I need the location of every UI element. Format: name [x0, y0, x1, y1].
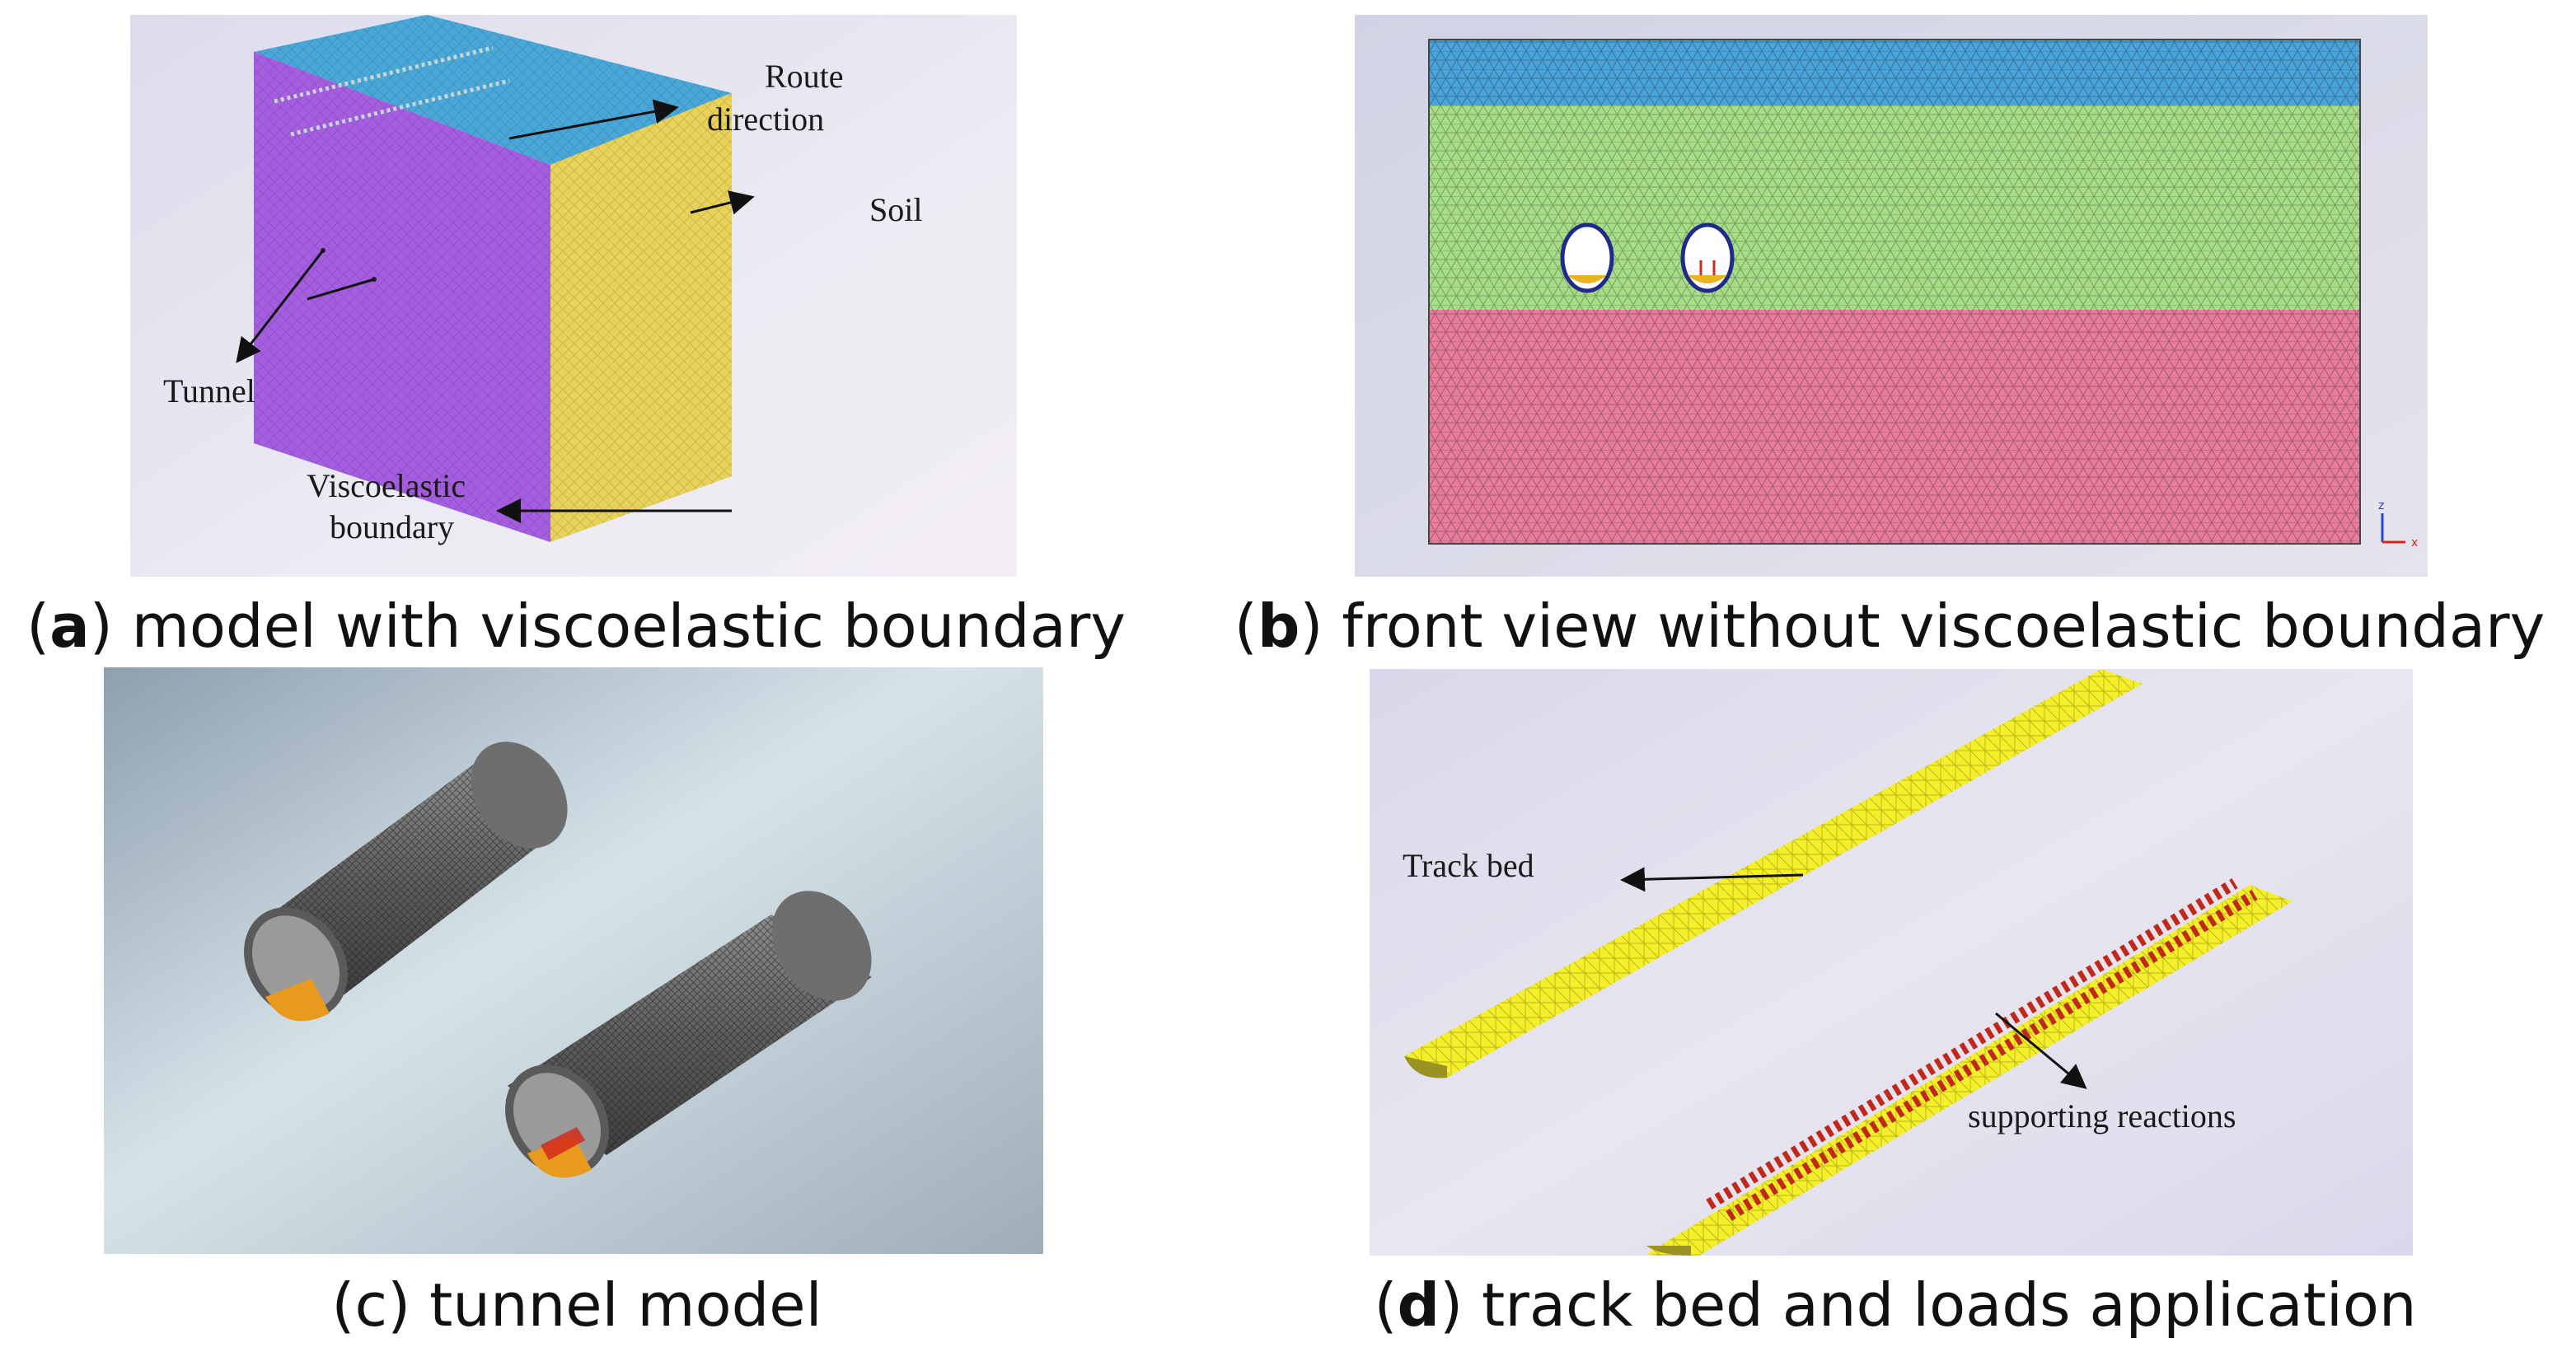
panel-d-drawing: Track bed supporting reactions: [1370, 669, 2413, 1256]
ballast-right: [527, 1135, 592, 1178]
caption-b: (b) front view without viscoelastic boun…: [1234, 592, 2546, 661]
label-soil: Soil: [869, 191, 922, 228]
supporting-reaction-loads: [1706, 878, 2258, 1221]
route-line-1: [274, 45, 494, 104]
panel-d-track-bed: Track bed supporting reactions: [1370, 669, 2413, 1256]
panel-a-viscoelastic-model: Route direction Soil Tunnel Viscoelastic…: [130, 15, 1017, 577]
caption-d-letter: d: [1397, 1270, 1440, 1340]
track-bed-left: [1404, 669, 2143, 1078]
label-route-line1: Route: [765, 58, 844, 95]
caption-c-text: tunnel model: [410, 1270, 822, 1340]
caption-d-text: track bed and loads application: [1463, 1270, 2417, 1340]
tunnel-tube-right: [505, 891, 872, 1178]
label-supporting-reactions: supporting reactions: [1968, 1097, 2236, 1134]
axis-z-label: z: [2378, 499, 2384, 512]
tunnel-tube-left: [244, 741, 568, 1022]
panel-a-drawing: Route direction Soil Tunnel Viscoelastic…: [130, 15, 1017, 577]
caption-a: (a) model with viscoelastic boundary: [26, 592, 1126, 661]
tunnel-left-ballast: [1567, 275, 1607, 283]
label-viscoelastic-line2: boundary: [330, 508, 454, 545]
axis-x-label: x: [2411, 536, 2418, 550]
panel-b-front-view: z x: [1355, 15, 2428, 577]
track-bed-arrow: [1620, 867, 1804, 892]
caption-b-letter: b: [1257, 592, 1300, 661]
caption-a-letter: a: [49, 592, 90, 661]
tunnel-right-section: [1680, 222, 1735, 293]
tunnel-left-section: [1560, 222, 1614, 293]
tunnel-arrow: [236, 250, 325, 363]
tunnel-arrow-branch: [307, 278, 375, 301]
caption-a-text: model with viscoelastic boundary: [112, 592, 1126, 661]
model-outline: [1428, 39, 2361, 545]
caption-b-text: front view without viscoelastic boundary: [1323, 592, 2546, 661]
ballast-left: [265, 979, 330, 1022]
panel-c-drawing: [104, 667, 1043, 1254]
panel-c-tunnel-model: [104, 667, 1043, 1254]
label-viscoelastic-line1: Viscoelastic: [307, 467, 466, 504]
soil-pointer: [690, 190, 755, 215]
caption-d: (d) track bed and loads application: [1374, 1270, 2417, 1340]
panel-d-background: [1370, 669, 2413, 1256]
tunnel-right-ballast: [1688, 275, 1727, 283]
label-track-bed: Track bed: [1403, 847, 1534, 884]
caption-c-letter: c: [354, 1270, 388, 1340]
load-marks-right: [541, 1127, 585, 1160]
label-route-line2: direction: [707, 101, 824, 138]
route-line-2: [290, 78, 510, 137]
panel-b-drawing: z x: [1355, 15, 2428, 577]
route-arrow: [508, 99, 679, 140]
label-tunnel: Tunnel: [163, 372, 255, 409]
supporting-reactions-arrow: [1995, 1012, 2087, 1089]
caption-c: (c) tunnel model: [331, 1270, 822, 1340]
